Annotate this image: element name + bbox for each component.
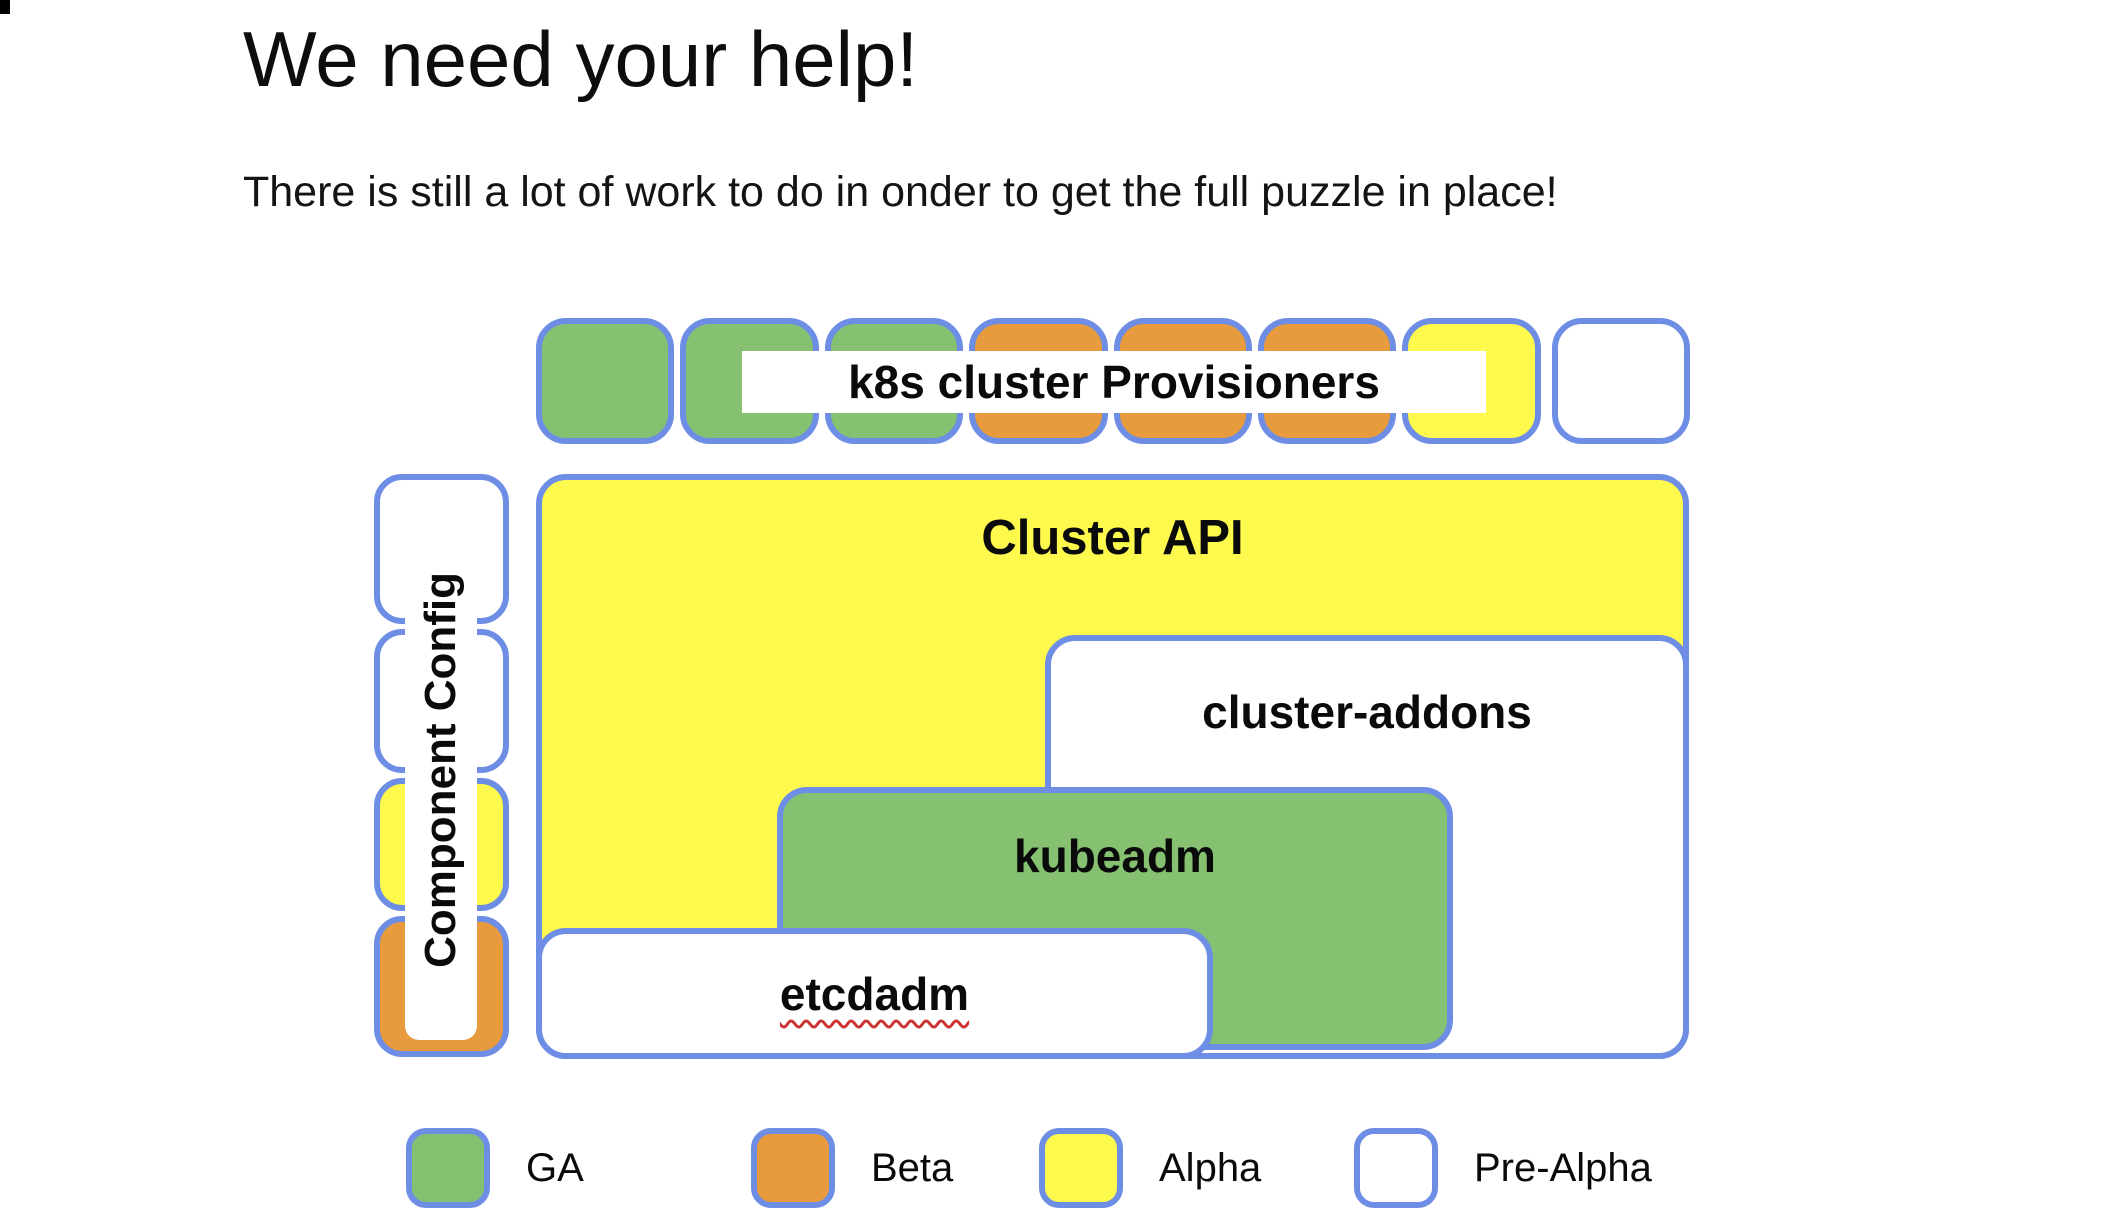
etcdadm-box: etcdadm [536, 928, 1213, 1059]
kubeadm-label: kubeadm [1014, 830, 1216, 882]
legend-item-beta: Beta [751, 1128, 953, 1208]
legend-label-alpha: Alpha [1159, 1145, 1262, 1190]
cluster-addons-label: cluster-addons [1202, 686, 1532, 738]
legend-label-pre-alpha: Pre-Alpha [1474, 1145, 1652, 1190]
slide-subtitle: There is still a lot of work to do in on… [243, 168, 1558, 216]
etcdadm-label: etcdadm [779, 967, 970, 1020]
component-config-label-band: Component Config [405, 500, 477, 1040]
legend-label-ga: GA [526, 1145, 584, 1190]
provisioner-piece-ga [536, 318, 675, 444]
provisioner-piece-pre-alpha [1551, 318, 1690, 444]
component-config-label: Component Config [416, 572, 465, 968]
legend-label-beta: Beta [871, 1145, 954, 1190]
slide-title: We need your help! [243, 15, 918, 103]
legend-swatch-ga [406, 1128, 490, 1208]
legend-swatch-beta [751, 1128, 835, 1208]
legend-swatch-pre-alpha [1354, 1128, 1438, 1208]
screen-corner-artifact [0, 0, 10, 14]
legend-swatch-alpha [1039, 1128, 1123, 1208]
provisioners-label: k8s cluster Provisioners [742, 351, 1486, 413]
legend-item-pre-alpha: Pre-Alpha [1354, 1128, 1652, 1208]
legend-item-ga: GA [406, 1128, 584, 1208]
legend-item-alpha: Alpha [1039, 1128, 1261, 1208]
cluster-api-label: Cluster API [981, 511, 1244, 565]
